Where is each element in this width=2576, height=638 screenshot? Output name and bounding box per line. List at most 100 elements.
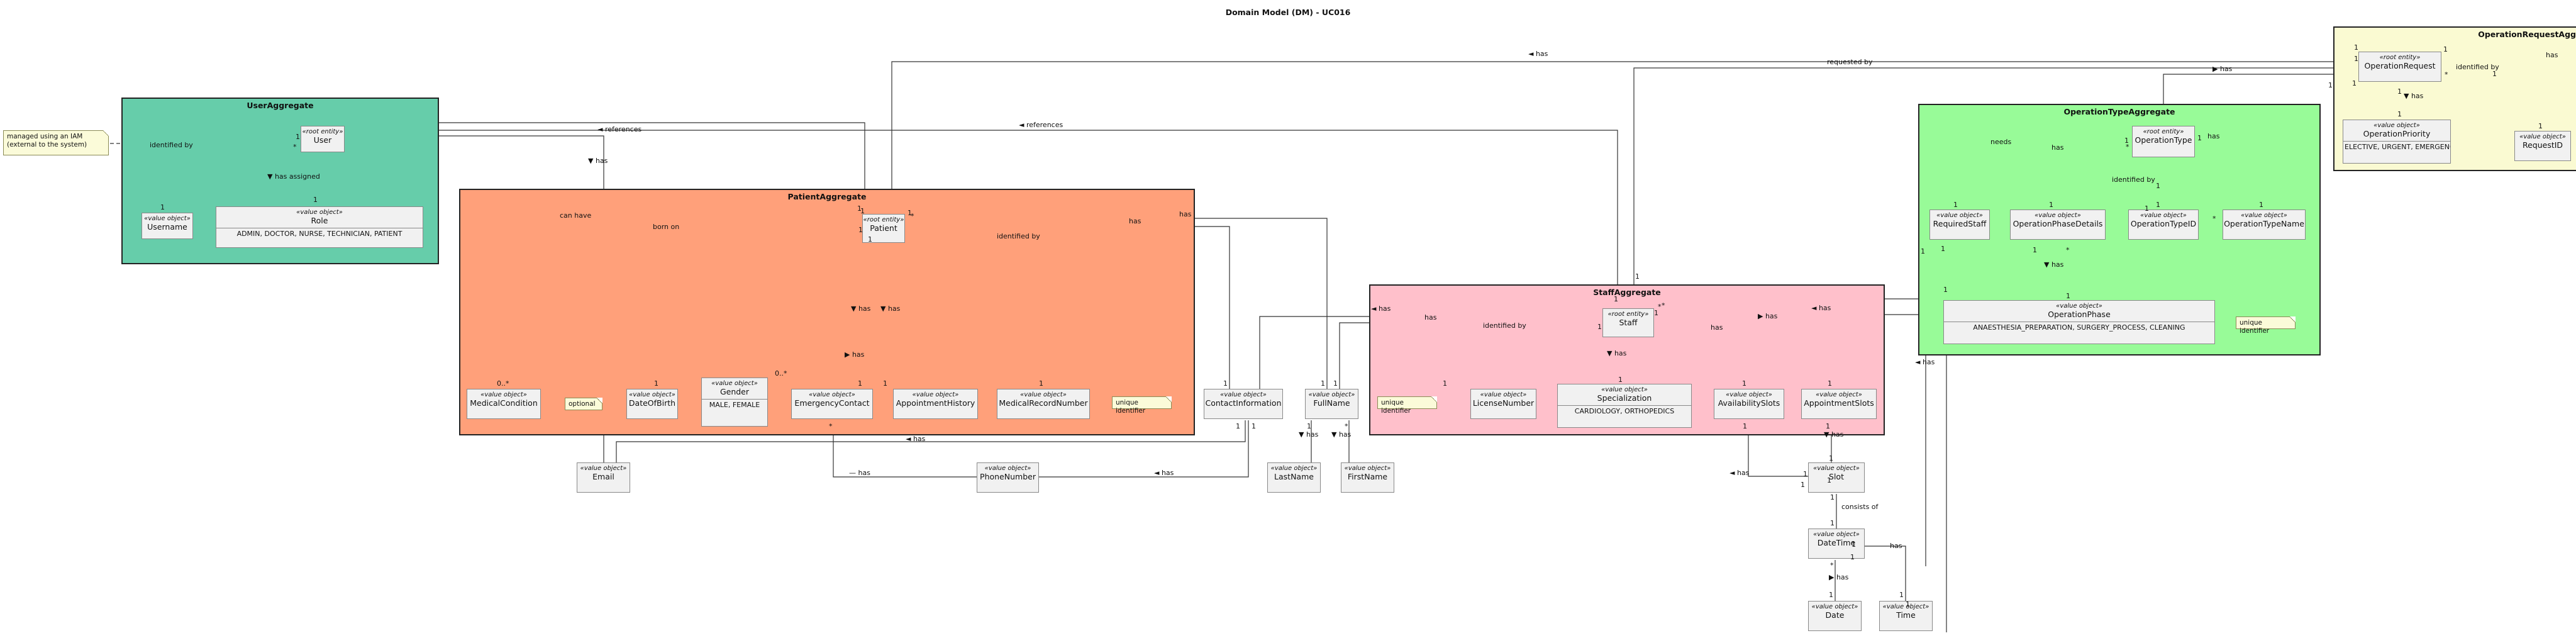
multiplicity-label: 1 <box>1307 422 1311 430</box>
multiplicity-label: 1 <box>1852 540 1856 549</box>
class-username[interactable]: «value object» Username <box>142 213 193 239</box>
multiplicity-label: 0..* <box>775 369 787 378</box>
class-appointment-history[interactable]: «value object» AppointmentHistory <box>893 389 978 419</box>
class-opphasedet-name: OperationPhaseDetails <box>2012 218 2103 228</box>
class-optype-stereotype: «root entity» <box>2143 128 2184 135</box>
class-last-name[interactable]: «value object» LastName <box>1267 462 1321 493</box>
class-gender[interactable]: «value object» Gender MALE, FEMALE <box>701 378 768 427</box>
class-fullname-name: FullName <box>1313 398 1350 408</box>
multiplicity-label: 1 <box>2156 182 2160 190</box>
class-staff[interactable]: «root entity» Staff <box>1602 308 1654 337</box>
label-optype-has-phase: has <box>2051 143 2064 152</box>
class-operation-type-id[interactable]: «value object» OperationTypeID <box>2128 210 2199 240</box>
class-date-of-birth[interactable]: «value object» DateOfBirth <box>626 389 678 419</box>
class-operation-request[interactable]: «root entity» OperationRequest <box>2358 52 2441 82</box>
class-avail-stereotype: «value object» <box>1726 391 1772 398</box>
class-role-name: Role <box>311 215 328 225</box>
label-datetime-has-date: ▶ has <box>1829 573 1849 581</box>
multiplicity-label: 1 <box>2156 201 2160 209</box>
package-staff-title: StaffAggregate <box>1593 288 1661 297</box>
multiplicity-label: * <box>2212 215 2216 223</box>
class-operation-phase[interactable]: «value object» OperationPhase ANAESTHESI… <box>1943 300 2215 344</box>
multiplicity-label: 1 <box>1223 379 1228 388</box>
multiplicity-label: 1 <box>1899 591 1904 599</box>
class-email[interactable]: «value object» Email <box>577 462 630 493</box>
class-time[interactable]: «value object» Time <box>1879 601 1933 631</box>
class-gender-stereotype: «value object» <box>711 380 758 387</box>
class-operation-phase-details[interactable]: «value object» OperationPhaseDetails <box>2010 210 2106 240</box>
multiplicity-label: 1 <box>858 226 863 234</box>
class-appslots-name: AppointmentSlots <box>1804 398 1874 408</box>
class-required-staff[interactable]: «value object» RequiredStaff <box>1929 210 1990 240</box>
label-app-has-slot: ▼ has <box>1824 430 1844 439</box>
label-references-2: ◄ references <box>1019 121 1063 129</box>
label-req-identified-by: identified by <box>2456 63 2499 71</box>
multiplicity-label: 1 <box>1803 470 1807 478</box>
multiplicity-label: 1 <box>1953 201 1958 209</box>
class-full-name[interactable]: «value object» FullName <box>1305 389 1358 419</box>
class-date[interactable]: «value object» Date <box>1808 601 1862 631</box>
class-opphase-stereotype: «value object» <box>2056 303 2102 310</box>
multiplicity-label: 1 <box>1236 422 1240 430</box>
class-operation-priority[interactable]: «value object» OperationPriority ELECTIV… <box>2343 120 2451 164</box>
multiplicity-label: 1 <box>1333 379 1338 388</box>
class-mrn-stereotype: «value object» <box>1020 391 1067 398</box>
class-specialization[interactable]: «value object» Specialization CARDIOLOGY… <box>1557 384 1692 428</box>
class-staff-name: Staff <box>1619 317 1638 327</box>
class-opreq-name: OperationRequest <box>2364 60 2436 70</box>
class-medcond-name: MedicalCondition <box>470 398 538 408</box>
label-has-firstname: ▼ has <box>1331 430 1352 439</box>
label-avail-has-slot: ◄ has <box>1729 469 1750 477</box>
class-emergency-stereotype: «value object» <box>809 391 855 398</box>
label-optype-has-name: has <box>2207 132 2220 140</box>
class-medical-record-number[interactable]: «value object» MedicalRecordNumber <box>997 389 1090 419</box>
multiplicity-label: 1 <box>868 235 872 243</box>
class-patient[interactable]: «root entity» Patient <box>862 214 905 243</box>
multiplicity-label: 1 <box>860 207 865 215</box>
class-license-number[interactable]: «value object» LicenseNumber <box>1470 389 1536 419</box>
label-born-on: born on <box>653 223 680 231</box>
class-appointment-slots[interactable]: «value object» AppointmentSlots <box>1801 389 1877 419</box>
class-user[interactable]: «root entity» User <box>301 126 345 152</box>
class-contact-stereotype: «value object» <box>1220 391 1267 398</box>
label-staff-identified-by: identified by <box>1483 322 1526 330</box>
class-username-name: Username <box>147 221 187 232</box>
class-optypeid-name: OperationTypeID <box>2130 218 2197 228</box>
class-first-name[interactable]: «value object» FirstName <box>1341 462 1394 493</box>
class-firstname-stereotype: «value object» <box>1344 465 1391 472</box>
multiplicity-label: 1 <box>2538 122 2543 130</box>
multiplicity-label: * <box>829 422 833 430</box>
multiplicity-label: 1 <box>1743 422 1747 430</box>
multiplicity-label: 1 <box>1941 245 1945 253</box>
multiplicity-label: 1 <box>1742 379 1746 388</box>
class-opphase-values: ANAESTHESIA_PREPARATION, SURGERY_PROCESS… <box>1944 321 2214 335</box>
multiplicity-label: 1 <box>2328 81 2333 89</box>
class-role[interactable]: «value object» Role ADMIN, DOCTOR, NURSE… <box>216 206 423 248</box>
class-emergency-contact[interactable]: «value object» EmergencyContact <box>791 389 873 419</box>
class-operation-type[interactable]: «root entity» OperationType <box>2132 126 2195 157</box>
class-availability-slots[interactable]: «value object» AvailabilitySlots <box>1714 389 1784 419</box>
class-date-time[interactable]: «value object» DateTime <box>1808 529 1865 559</box>
multiplicity-label: 1 <box>1321 379 1325 388</box>
multiplicity-label: 1 <box>1618 376 1623 384</box>
label-consists-of: consists of <box>1841 503 1879 511</box>
multiplicity-label: 1 <box>1039 379 1043 388</box>
label-req-has-optype: ▶ has <box>2212 65 2233 73</box>
multiplicity-label: 1 <box>1801 481 1805 489</box>
multiplicity-label: 1 <box>1635 272 1640 281</box>
label-staff-has-fullname: ◄ has <box>1371 305 1391 313</box>
multiplicity-label: 1 <box>1850 553 1855 561</box>
multiplicity-label: 1 <box>2352 79 2357 87</box>
class-phone-number[interactable]: «value object» PhoneNumber <box>977 462 1039 493</box>
class-request-id[interactable]: «value object» RequestID <box>2514 131 2571 161</box>
class-operation-type-name[interactable]: «value object» OperationTypeName <box>2223 210 2306 240</box>
class-lastname-stereotype: «value object» <box>1270 465 1318 472</box>
class-contact-information[interactable]: «value object» ContactInformation <box>1204 389 1283 419</box>
note-optional: optional <box>565 398 602 410</box>
label-needs: needs <box>1990 138 2012 146</box>
class-medical-condition[interactable]: «value object» MedicalCondition <box>467 389 541 419</box>
label-user-has-email: ▼ has <box>588 157 608 165</box>
label-req-requested-by: requested by <box>1827 58 1873 66</box>
class-slot[interactable]: «value object» Slot <box>1808 462 1865 493</box>
multiplicity-label: 1 <box>2124 137 2129 145</box>
